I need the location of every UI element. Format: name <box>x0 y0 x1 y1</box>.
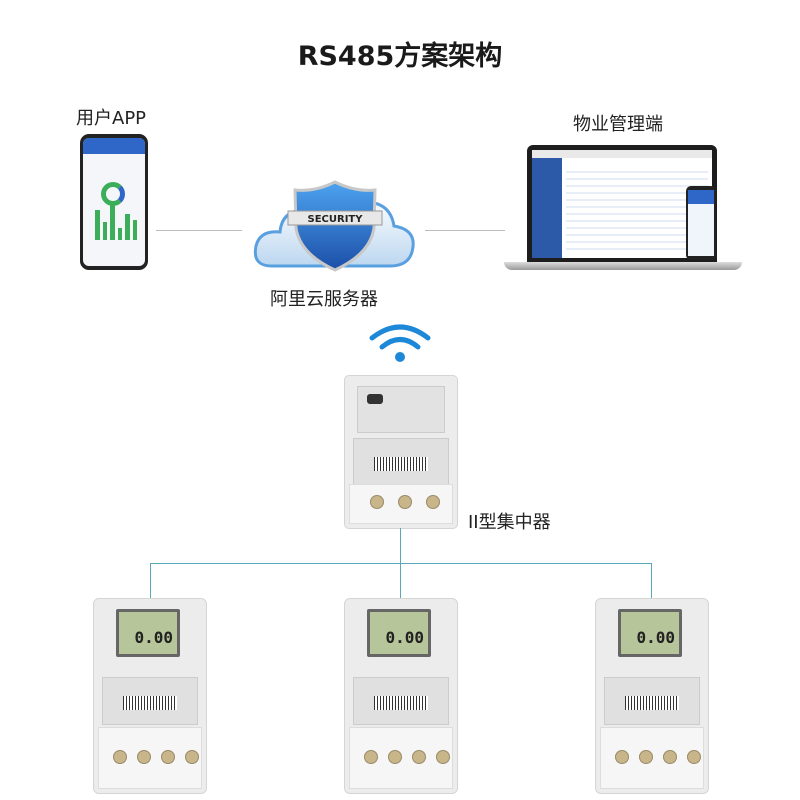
bus-drop-3 <box>651 563 652 598</box>
electric-meter-1: 0.00 <box>93 598 207 794</box>
bus-trunk <box>400 528 401 563</box>
smartphone-app-icon <box>80 134 148 270</box>
security-badge: SECURITY <box>308 214 364 225</box>
meter-display: 0.00 <box>116 609 180 657</box>
page-title: RS485方案架构 <box>297 41 503 72</box>
electric-meter-3: 0.00 <box>595 598 709 794</box>
concentrator-device <box>344 375 458 529</box>
cloud-security-icon: SECURITY <box>253 180 415 272</box>
user-app-label: 用户APP <box>76 108 147 129</box>
bus-line <box>150 563 652 564</box>
cloud-server-label: 阿里云服务器 <box>270 289 378 310</box>
bus-drop-1 <box>150 563 151 598</box>
bus-drop-2 <box>400 563 401 598</box>
meter-display: 0.00 <box>618 609 682 657</box>
electric-meter-2: 0.00 <box>344 598 458 794</box>
meter-display: 0.00 <box>367 609 431 657</box>
mobile-phone-icon <box>686 186 716 260</box>
property-end-label: 物业管理端 <box>573 114 663 135</box>
link-cloud-property <box>425 230 505 231</box>
laptop-base <box>504 262 742 270</box>
laptop-icon <box>527 145 717 263</box>
link-app-cloud <box>156 230 242 231</box>
concentrator-label: II型集中器 <box>468 512 551 533</box>
wifi-signal-icon <box>369 324 431 362</box>
